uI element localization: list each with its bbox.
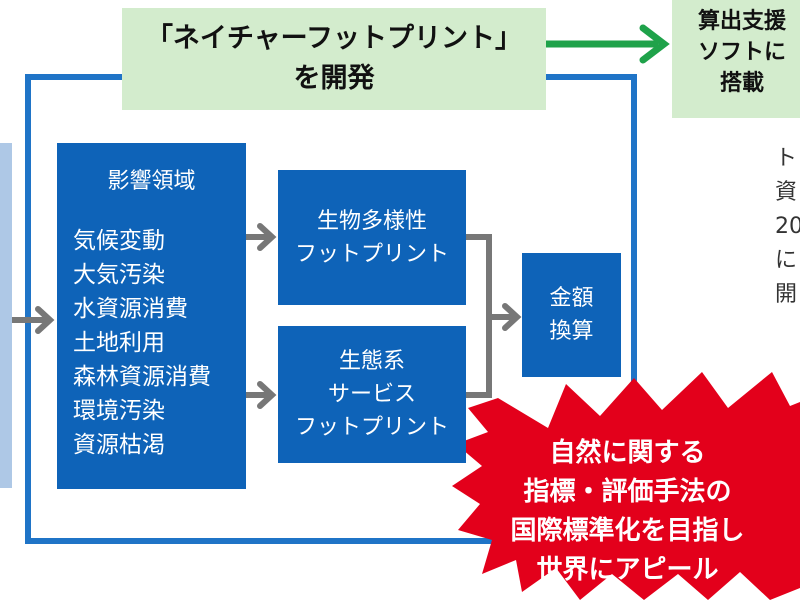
ecosystem-line-1: 生態系: [338, 349, 405, 374]
ecosystem-line-3: フットプリント: [294, 415, 449, 440]
software-box: 算出支援 ソフトに 搭載: [672, 0, 800, 118]
software-line-3: 搭載: [719, 71, 764, 96]
ecosystem-line-2: サービス: [327, 382, 416, 407]
left-strip: [0, 143, 12, 488]
impact-item: 資源枯渇: [73, 432, 165, 458]
callout-line-2: 指標・評価手法の: [523, 477, 732, 507]
red-starburst: [452, 372, 800, 600]
impact-item: 気候変動: [73, 228, 165, 254]
arrow-to-eco-head: [257, 381, 277, 409]
biodiversity-line-2: フットプリント: [294, 241, 449, 267]
biodiversity-footprint-box: 生物多様性 フットプリント: [278, 170, 466, 305]
ecosystem-service-footprint-box: 生態系 サービス フットプリント: [278, 326, 466, 463]
biodiversity-line-1: 生物多様性: [316, 208, 427, 234]
merge-arrow-head: [502, 303, 522, 331]
merge-bracket: [466, 234, 492, 398]
impact-item: 土地利用: [73, 330, 165, 356]
side-text-line: 資: [775, 180, 798, 205]
impact-item: 環境汚染: [73, 398, 165, 424]
arrow-to-bio-head: [257, 223, 277, 251]
impact-heading: 影響領域: [107, 169, 196, 194]
callout-line-1: 自然に関する: [549, 438, 706, 468]
side-text-line: 開: [775, 282, 798, 307]
side-text-fragment: ト 資 20 に 開: [775, 142, 800, 312]
title-line-1: 「ネイチャーフットプリント」: [145, 23, 523, 54]
side-text-line: 20: [775, 214, 800, 239]
monetary-conversion-box: 金額 換算: [522, 253, 621, 377]
callout-line-4: 世界にアピール: [536, 555, 719, 585]
impact-item: 森林資源消費: [73, 364, 211, 390]
impact-item: 水資源消費: [73, 296, 188, 322]
callout-line-3: 国際標準化を目指し: [510, 516, 745, 546]
green-arrow-head: [639, 24, 670, 64]
title-line-2: を開発: [293, 63, 375, 94]
side-text-line: に: [775, 248, 798, 273]
monetary-line-2: 換算: [549, 319, 594, 344]
title-box: 「ネイチャーフットプリント」 を開発: [122, 8, 546, 110]
impact-area-box: 影響領域 気候変動 大気汚染 水資源消費 土地利用 森林資源消費 環境汚染 資源…: [57, 143, 246, 489]
side-text-line: ト: [775, 146, 798, 171]
software-line-1: 算出支援: [697, 9, 786, 34]
callout-text: 自然に関する 指標・評価手法の 国際標準化を目指し 世界にアピール: [455, 434, 800, 590]
software-line-2: ソフトに: [697, 40, 786, 65]
impact-item: 大気汚染: [73, 262, 165, 288]
entry-arrow-head: [35, 306, 55, 334]
monetary-line-1: 金額: [549, 286, 594, 311]
